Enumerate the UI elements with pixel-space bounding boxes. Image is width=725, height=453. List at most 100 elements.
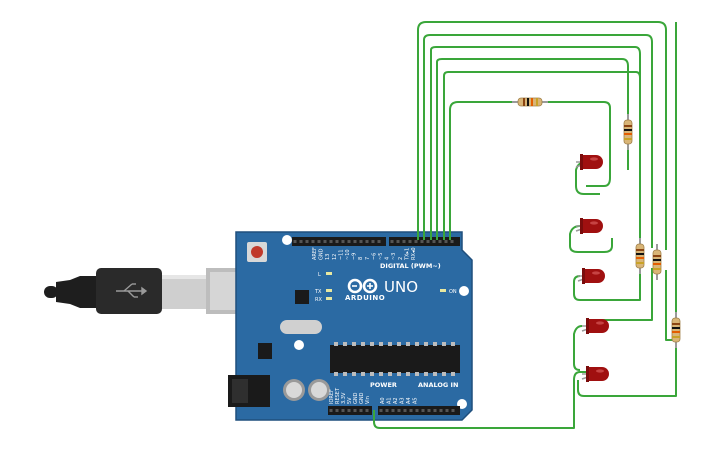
header-pin[interactable]: [365, 409, 369, 412]
usb-icon: [116, 283, 148, 298]
pin-label: 4: [385, 257, 391, 260]
header-pin[interactable]: [335, 409, 339, 412]
chip-pin: [433, 342, 437, 346]
header-pin[interactable]: [359, 409, 363, 412]
header-pin[interactable]: [408, 240, 412, 243]
wire[interactable]: [573, 325, 583, 371]
wire[interactable]: [573, 268, 641, 301]
wire[interactable]: [417, 21, 667, 250]
resistor[interactable]: [635, 238, 645, 274]
header-pin[interactable]: [311, 240, 315, 243]
header-pin[interactable]: [305, 240, 309, 243]
header-pin[interactable]: [415, 409, 419, 412]
red-led[interactable]: [575, 154, 603, 170]
header-pin[interactable]: [451, 409, 455, 412]
header-pin[interactable]: [444, 240, 448, 243]
header-pin[interactable]: [347, 409, 351, 412]
l-indicator: [326, 272, 332, 275]
header-pin[interactable]: [365, 240, 369, 243]
power-header-label: POWER: [370, 381, 397, 389]
mounting-hole: [294, 340, 304, 350]
wire[interactable]: [423, 34, 653, 248]
red-led[interactable]: [581, 366, 609, 382]
header-pin[interactable]: [427, 409, 431, 412]
header-pin[interactable]: [341, 240, 345, 243]
header-pin[interactable]: [329, 409, 333, 412]
header-pin[interactable]: [450, 240, 454, 243]
wire[interactable]: [443, 71, 641, 240]
resistor[interactable]: [623, 114, 633, 150]
header-pin[interactable]: [439, 409, 443, 412]
header-pin[interactable]: [335, 240, 339, 243]
chip-pin: [415, 342, 419, 346]
header-pin[interactable]: [402, 240, 406, 243]
resistor[interactable]: [652, 244, 662, 280]
chip-pin: [334, 342, 338, 346]
pin-label: 12: [332, 254, 338, 260]
usb-cable: [44, 268, 268, 314]
header-pin[interactable]: [379, 409, 383, 412]
red-led[interactable]: [575, 218, 603, 234]
header-pin[interactable]: [323, 240, 327, 243]
wire[interactable]: [665, 270, 676, 341]
pin-label: AREF: [312, 247, 318, 260]
header-pin[interactable]: [433, 409, 437, 412]
reset-button-cap[interactable]: [251, 246, 263, 258]
header-pin[interactable]: [377, 240, 381, 243]
header-pin[interactable]: [390, 240, 394, 243]
wire[interactable]: [436, 58, 629, 240]
pin-label: A3: [400, 397, 406, 404]
header-pin[interactable]: [421, 409, 425, 412]
wire[interactable]: [373, 371, 586, 429]
chip-pin: [370, 372, 374, 376]
digital-header-right: [389, 237, 460, 246]
resistor[interactable]: [671, 312, 681, 348]
header-pin[interactable]: [353, 409, 357, 412]
header-pin[interactable]: [426, 240, 430, 243]
header-pin[interactable]: [445, 409, 449, 412]
header-pin[interactable]: [397, 409, 401, 412]
pin-label: GND: [359, 392, 365, 404]
red-led[interactable]: [581, 318, 609, 334]
usb-chip: [295, 290, 309, 304]
chip-pin: [388, 372, 392, 376]
chip-pin: [370, 342, 374, 346]
header-pin[interactable]: [391, 409, 395, 412]
wire[interactable]: [569, 225, 613, 253]
chip-pin: [415, 372, 419, 376]
header-pin[interactable]: [317, 240, 321, 243]
header-pin[interactable]: [371, 240, 375, 243]
header-pin[interactable]: [385, 409, 389, 412]
wire[interactable]: [577, 342, 677, 397]
header-pin[interactable]: [409, 409, 413, 412]
header-pin[interactable]: [414, 240, 418, 243]
header-pin[interactable]: [396, 240, 400, 243]
header-pin[interactable]: [359, 240, 363, 243]
wire[interactable]: [430, 46, 641, 240]
header-pin[interactable]: [293, 240, 297, 243]
brand-label: ARDUINO: [345, 294, 385, 302]
chip-pin: [388, 342, 392, 346]
chip-pin: [397, 372, 401, 376]
pin-label: ~5: [378, 253, 384, 260]
mounting-hole: [459, 286, 469, 296]
red-led[interactable]: [577, 268, 605, 284]
header-pin[interactable]: [438, 240, 442, 243]
header-pin[interactable]: [299, 240, 303, 243]
wire[interactable]: [548, 101, 611, 187]
analog-header-label: ANALOG IN: [418, 381, 458, 389]
pin-label: IOREF: [329, 389, 335, 404]
header-pin[interactable]: [329, 240, 333, 243]
resistor[interactable]: [512, 97, 548, 107]
pin-label: ~10: [345, 249, 351, 260]
header-pin[interactable]: [341, 409, 345, 412]
arduino-uno-board[interactable]: L TX RX ON ARDUINO UNO DIGITAL (PWM~) PO…: [228, 231, 473, 421]
model-label: UNO: [384, 278, 418, 296]
header-pin[interactable]: [347, 240, 351, 243]
header-pin[interactable]: [420, 240, 424, 243]
header-pin[interactable]: [432, 240, 436, 243]
wire[interactable]: [449, 101, 512, 240]
header-pin[interactable]: [403, 409, 407, 412]
header-pin[interactable]: [353, 240, 357, 243]
